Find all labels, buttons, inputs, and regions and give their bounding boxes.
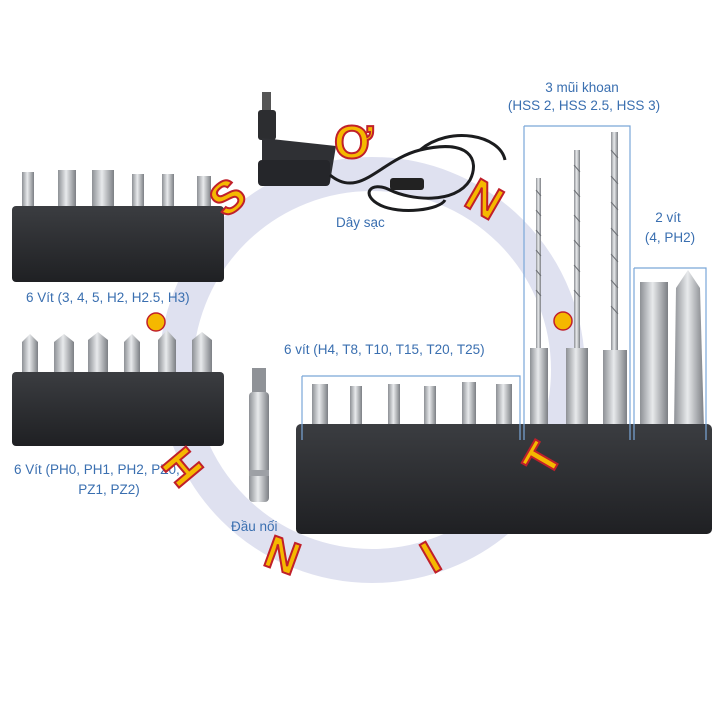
phillips-bits-label-line2: PZ1, PZ2) <box>78 482 140 497</box>
adapter-image <box>249 368 269 502</box>
label-brackets <box>301 125 707 440</box>
adapter-label: Đầu nối <box>231 519 278 534</box>
phillips-bits-holder <box>12 330 224 446</box>
charger-label: Dây sạc <box>336 215 385 230</box>
slotted-bits-holder <box>12 170 224 282</box>
large-bits-holder <box>296 132 712 534</box>
watermark-dot <box>553 311 573 331</box>
two-bits-label-line2: (4, PH2) <box>644 230 696 245</box>
watermark-letter: Ơ <box>333 115 374 169</box>
two-bits-label-line1: 2 vít <box>655 210 681 225</box>
torx-bits-label: 6 vít (H4, T8, T10, T15, T20, T25) <box>284 342 485 357</box>
charger-image <box>258 92 507 212</box>
watermark-dot <box>146 312 166 332</box>
phillips-bits-label-line1: 6 Vít (PH0, PH1, PH2, PZ0, <box>14 462 180 477</box>
slotted-bits-label: 6 Vít (3, 4, 5, H2, H2.5, H3) <box>26 290 190 305</box>
drills-label-line2: (HSS 2, HSS 2.5, HSS 3) <box>507 98 661 113</box>
drills-label-line1: 3 mũi khoan <box>545 80 619 95</box>
